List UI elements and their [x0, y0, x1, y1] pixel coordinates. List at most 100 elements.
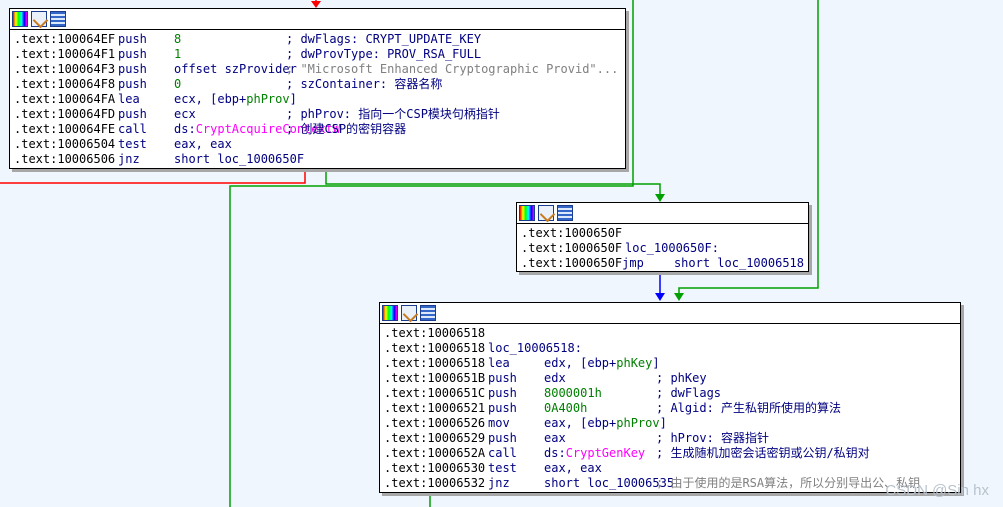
asm-mnemonic [625, 226, 681, 241]
asm-comment: ; dwFlags: CRYPT_UPDATE_KEY [286, 32, 482, 46]
asm-line[interactable]: .text:1000650F [521, 226, 804, 241]
asm-operand: ecx [174, 107, 286, 122]
asm-label: loc_1000650F: [625, 241, 719, 255]
asm-comment: ; Algid: 产生私钥所使用的算法 [656, 401, 842, 415]
graph-color-icon[interactable] [382, 305, 398, 321]
edit-icon[interactable] [538, 205, 554, 221]
group-nodes-icon[interactable] [50, 11, 66, 27]
asm-address: .text:10006518 [384, 356, 486, 370]
asm-address: .text:1000650F [521, 256, 623, 270]
asm-comment: ; szContainer: 容器名称 [286, 77, 443, 91]
asm-address: .text:100064FE [14, 122, 116, 136]
asm-address: .text:1000650F [521, 226, 623, 240]
group-nodes-icon[interactable] [557, 205, 573, 221]
asm-operand: short loc_10006518 [674, 256, 804, 271]
asm-comment: ; phKey [656, 371, 707, 385]
asm-mnemonic: call [488, 446, 517, 460]
asm-mnemonic: push [118, 32, 147, 46]
asm-operand: eax, eax [544, 461, 602, 476]
edge-false-red [0, 170, 306, 184]
operand-value: short loc_1000650F [174, 152, 305, 166]
asm-operand: edx [544, 371, 656, 386]
asm-operand: 8 [174, 32, 286, 47]
edge-green-right [678, 0, 819, 297]
asm-operand: ecx, [ebp+phProv] [174, 92, 297, 107]
asm-mnemonic: lea [488, 356, 510, 370]
asm-operand: 1 [174, 47, 286, 62]
operand-prefix: edx, [ebp+ [544, 356, 617, 370]
asm-line[interactable]: .text:10006518 [384, 326, 956, 341]
operand-value: offset szProvider [174, 62, 297, 76]
asm-operand: edx, [ebp+phKey] [544, 356, 660, 371]
asm-label: loc_10006518: [488, 341, 582, 355]
asm-address: .text:10006530 [384, 461, 486, 475]
watermark: CSDN @Sin hx [885, 482, 989, 499]
asm-address: .text:100064FD [14, 107, 116, 121]
asm-mnemonic: call [118, 122, 147, 136]
operand-api: CryptAcquireContextW [195, 122, 341, 136]
asm-mnemonic: lea [118, 92, 140, 106]
asm-mnemonic: push [118, 62, 147, 76]
asm-comment: ; 创建CSP的密钥容器 [286, 122, 407, 136]
asm-operand: ds:CryptGenKey [544, 446, 656, 461]
operand-value: 0 [174, 77, 182, 91]
asm-operand: offset szProvider [174, 62, 297, 77]
group-nodes-icon[interactable] [420, 305, 436, 321]
graph-color-icon[interactable] [12, 11, 28, 27]
asm-operand: 0 [174, 77, 286, 92]
asm-address: .text:10006518 [384, 326, 486, 340]
asm-comment: ; dwProvType: PROV_RSA_FULL [286, 47, 482, 61]
edit-icon[interactable] [401, 305, 417, 321]
operand-value: eax, eax [174, 137, 232, 151]
asm-mnemonic: push [118, 47, 147, 61]
asm-comment: ; hProv: 容器指针 [656, 431, 770, 445]
asm-address: .text:10006506 [14, 152, 116, 166]
graph-color-icon[interactable] [519, 205, 535, 221]
asm-comment: ; phProv: 指向一个CSP模块句柄指针 [286, 107, 500, 121]
asm-operand: short loc_10006535 [544, 476, 674, 491]
asm-address: .text:1000650F [521, 241, 623, 255]
asm-address: .text:10006504 [14, 137, 116, 151]
asm-address: .text:100064F8 [14, 77, 116, 91]
operand-value: 8000001h [544, 386, 602, 400]
asm-mnemonic: jnz [488, 476, 510, 490]
asm-comment: ; 生成随机加密会话密钥或公钥/私钥对 [656, 446, 870, 460]
asm-mnemonic: push [488, 431, 517, 445]
asm-address: .text:1000652A [384, 446, 486, 460]
edge-true-green-arrowhead [655, 194, 665, 202]
edge-green-right-arrowhead [674, 293, 684, 301]
edge-true-green [325, 170, 661, 198]
operand-value: edx [544, 371, 566, 385]
operand-value: eax, eax [544, 461, 602, 475]
operand-prefix: ds: [544, 446, 566, 460]
asm-mnemonic: jmp [622, 256, 644, 270]
edit-icon[interactable] [31, 11, 47, 27]
